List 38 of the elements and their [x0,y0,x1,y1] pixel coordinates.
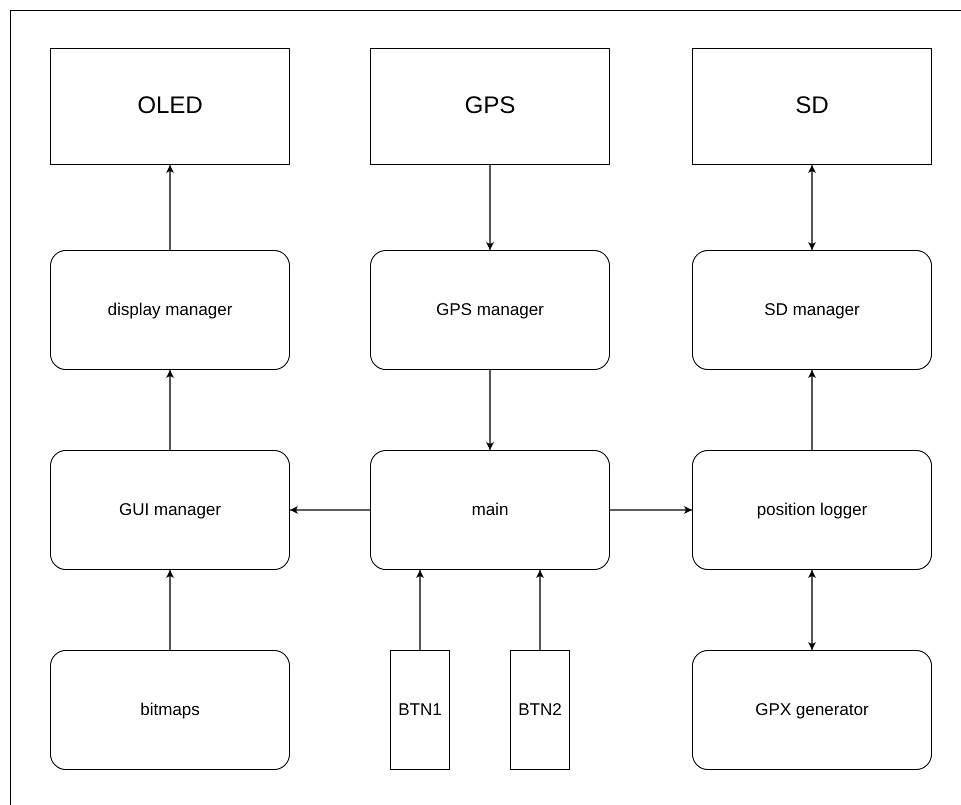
process-box [692,48,932,165]
rounded-box [50,250,290,370]
process-box [370,48,610,165]
node-label: OLED [137,92,203,121]
arrow [486,370,494,450]
arrow [808,165,816,250]
arrow [808,570,816,650]
process-box [510,650,570,770]
arrow [166,165,174,250]
arrow [416,570,424,650]
rounded-box [692,650,932,770]
arrow [610,506,692,514]
process-box [390,650,450,770]
rounded-box [692,250,932,370]
node-label: GPS manager [436,300,544,320]
node-label: position logger [756,500,868,520]
rounded-box [50,650,290,770]
node-label: GUI manager [118,500,222,520]
node-label: SD [795,92,829,121]
rounded-box [692,450,932,570]
arrow [486,165,494,250]
node-label: GPX generator [755,700,869,720]
node-label: main [472,500,508,520]
arrow [536,570,544,650]
rounded-box [370,450,610,570]
node-label: SD manager [764,300,860,320]
node-label: display manager [108,300,232,320]
arrow [290,506,370,514]
arrow [166,370,174,450]
rounded-box [370,250,610,370]
node-label: BTN1 [398,700,442,720]
node-label: GPS [464,92,516,121]
node-label: BTN2 [518,700,562,720]
process-box [50,48,290,165]
rounded-box [50,450,290,570]
node-label: bitmaps [140,700,200,720]
arrow [808,370,816,450]
arrow [166,570,174,650]
